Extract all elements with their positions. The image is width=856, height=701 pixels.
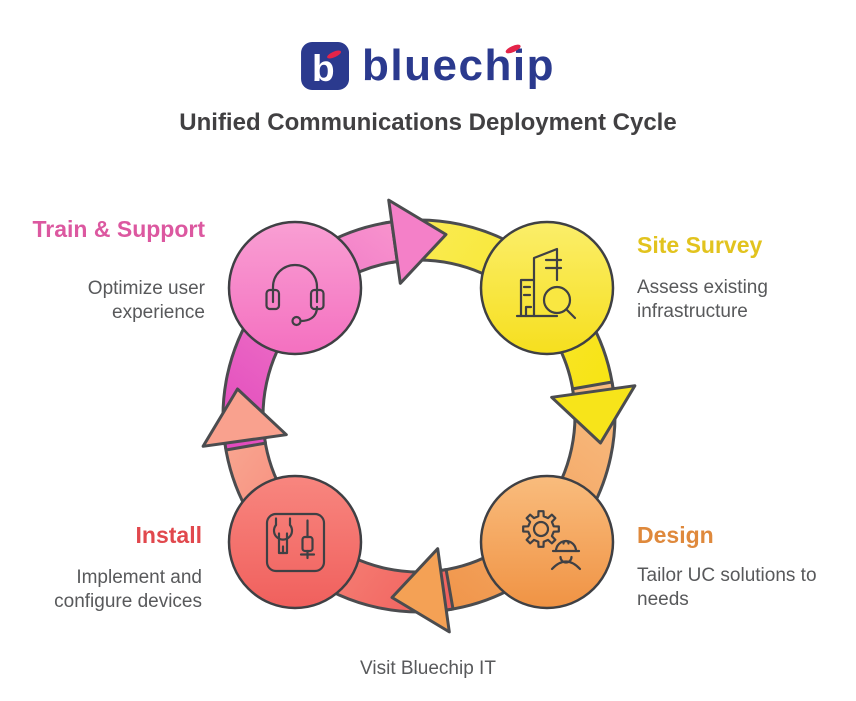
- stage-install: Install Implement and configure devices: [25, 521, 202, 614]
- stage-description: Implement and configure devices: [54, 567, 202, 612]
- stage-name: Install: [135, 522, 202, 548]
- bluechip-b-icon: b: [301, 42, 350, 90]
- stage-circle-train-support: [227, 220, 363, 356]
- stage-description: Optimize user experience: [87, 278, 205, 323]
- stage-description: Tailor UC solutions to needs: [637, 565, 817, 610]
- brand-name: bluechip: [362, 41, 555, 90]
- gear-engineer-icon: [522, 510, 582, 571]
- stage-name: Site Survey: [637, 232, 763, 258]
- footer-text: Visit Bluechip IT: [360, 658, 496, 679]
- page-title: Unified Communications Deployment Cycle: [179, 109, 677, 136]
- building-search-icon: [515, 247, 577, 320]
- arrowhead-top-icon: [387, 198, 448, 285]
- headset-icon: [265, 263, 325, 327]
- stage-name: Train & Support: [32, 216, 206, 242]
- stage-train-support: Train & Support Optimize user experience: [28, 215, 206, 325]
- brand-logo: b bluechip: [301, 42, 555, 90]
- wrench-screwdriver-icon: [265, 512, 326, 573]
- arrowhead-left-icon: [201, 387, 288, 448]
- stage-description: Assess existing infrastructure: [637, 277, 768, 322]
- stage-circle-install: [227, 474, 363, 610]
- arrowhead-bottom-icon: [390, 547, 451, 634]
- stage-circle-design: [479, 474, 615, 610]
- stage-design: Design Tailor UC solutions to needs: [637, 521, 832, 612]
- stage-circle-site-survey: [479, 220, 615, 356]
- stage-name: Design: [637, 522, 714, 548]
- arrowhead-right-icon: [550, 384, 637, 445]
- stage-site-survey: Site Survey Assess existing infrastructu…: [637, 231, 822, 324]
